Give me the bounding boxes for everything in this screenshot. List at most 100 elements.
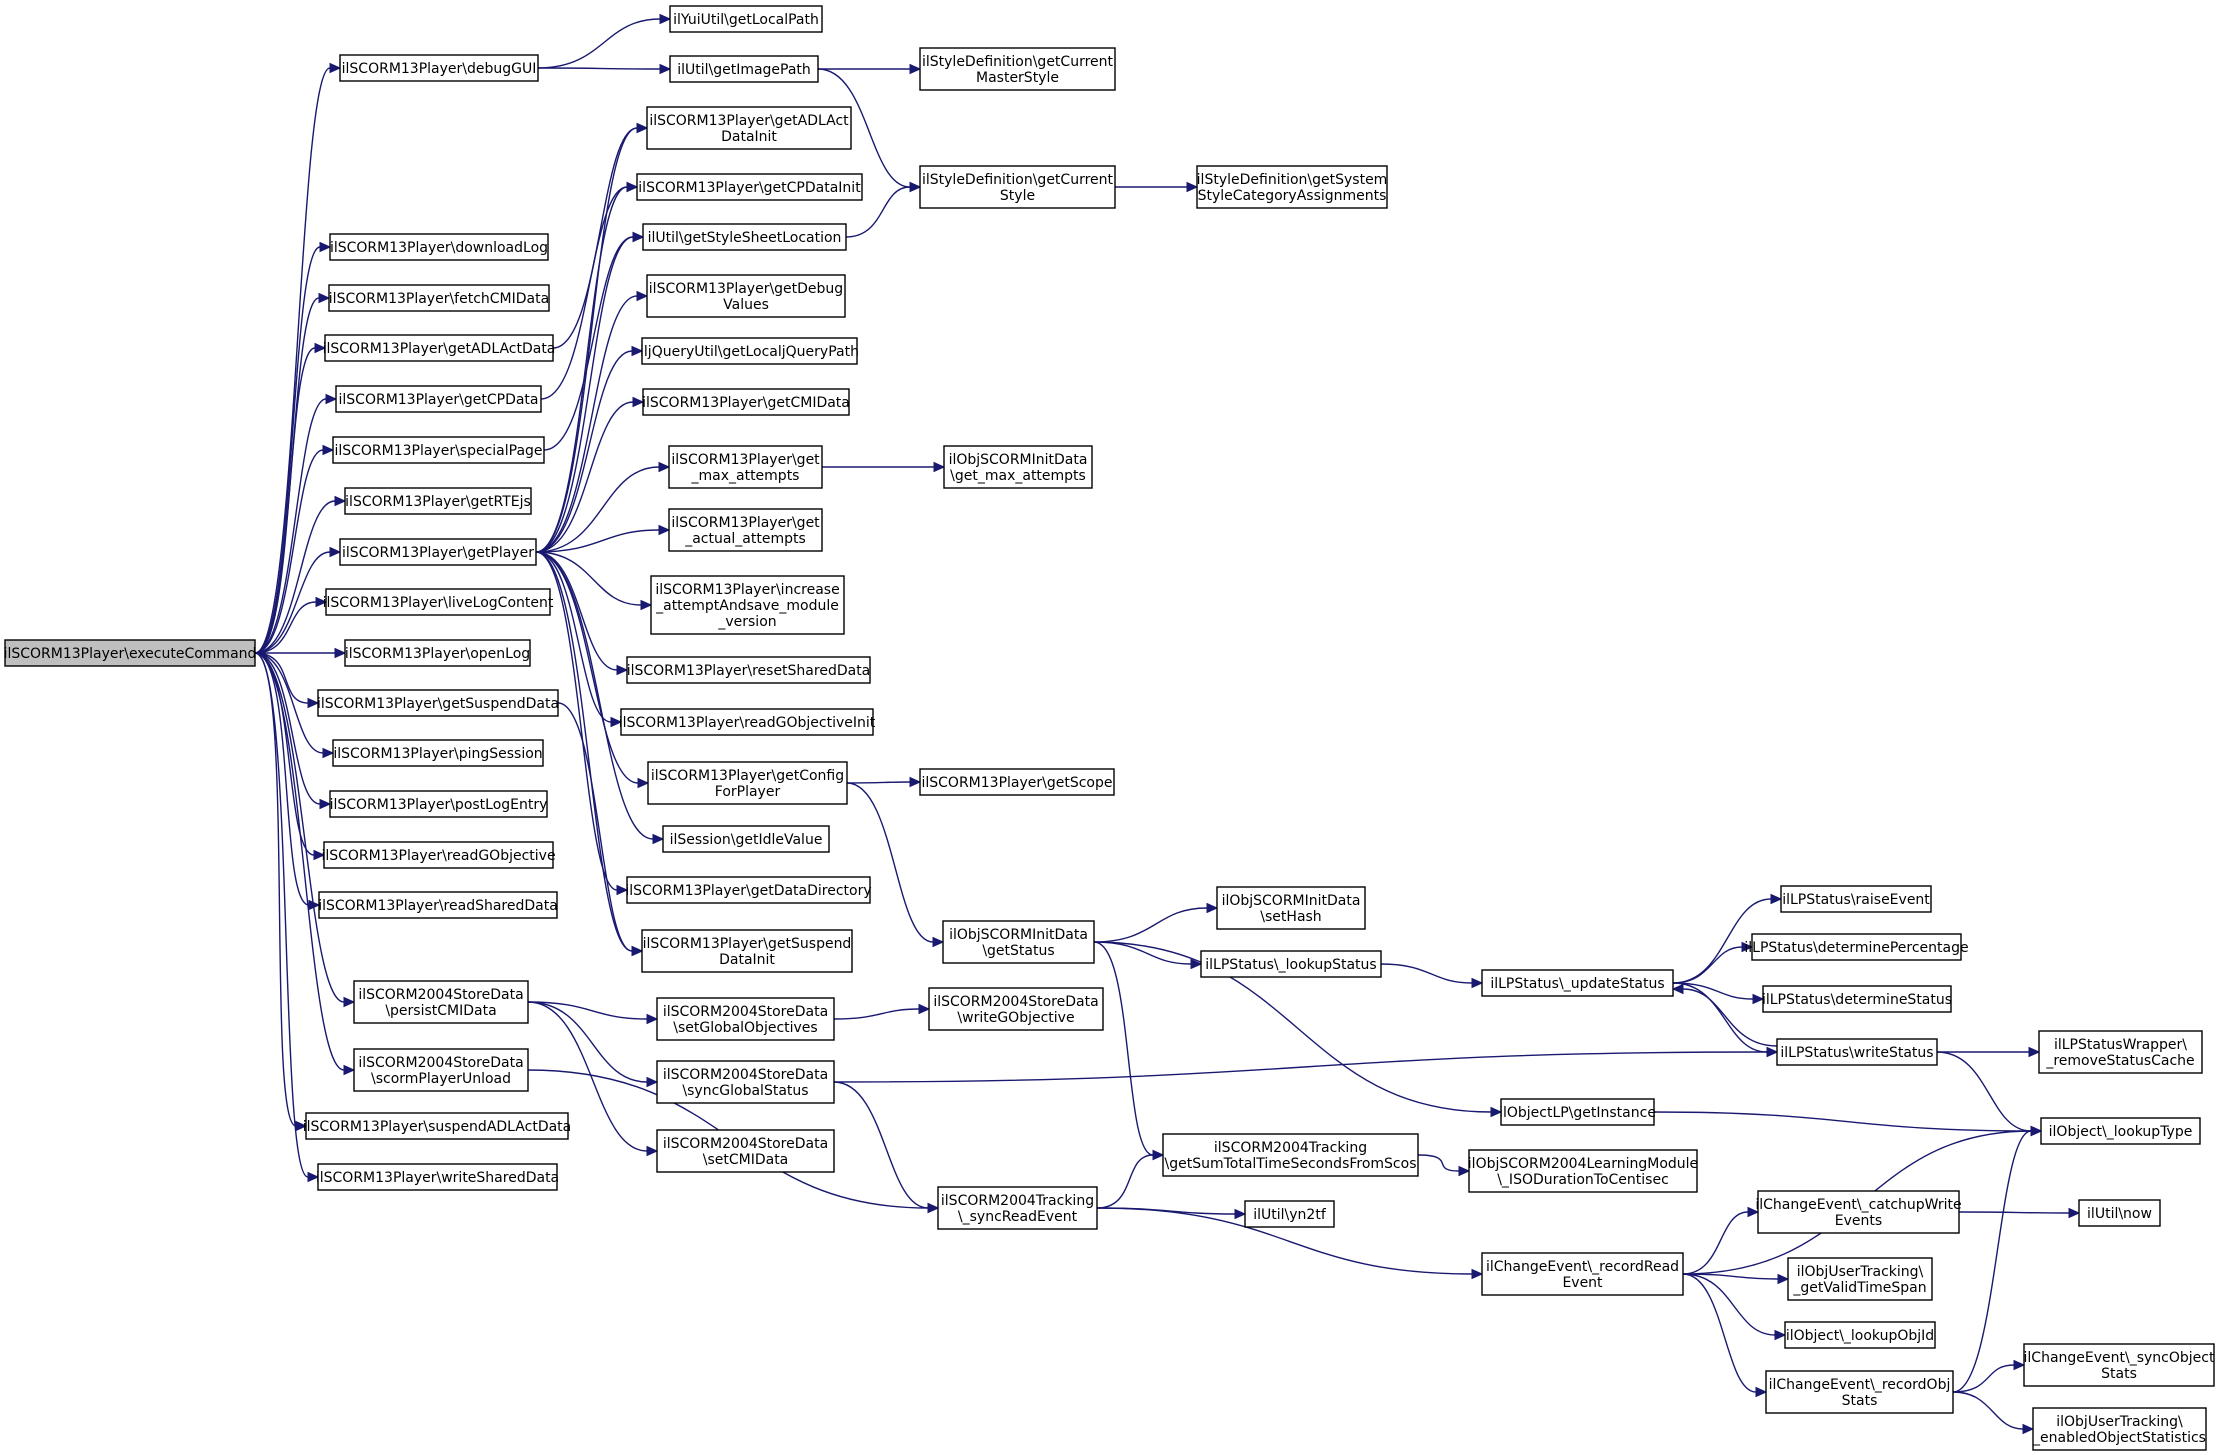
node-debugGUI[interactable]: ilSCORM13Player\debugGUI <box>339 54 539 82</box>
node-label: ilObject\_lookupType <box>2049 1124 2193 1140</box>
node-label: DataInit <box>719 952 775 968</box>
edge-line <box>1093 941 1492 1113</box>
node-getCP[interactable]: ilSCORM13Player\getCPData <box>335 385 542 413</box>
node-incAtt[interactable]: ilSCORM13Player\increase_attemptAndsave_… <box>650 575 845 635</box>
node-styleSheet[interactable]: ilUtil\getStyleSheetLocation <box>642 223 847 251</box>
node-getADL[interactable]: ilSCORM13Player\getADLActData <box>323 334 556 362</box>
node-detStatus[interactable]: ilLPStatus\determineStatus <box>1762 985 1952 1013</box>
node-setCMI[interactable]: ilSCORM2004StoreData\setCMIData <box>656 1129 835 1173</box>
node-label: Stats <box>2101 1366 2137 1382</box>
node-label: \writeGObjective <box>957 1010 1074 1026</box>
node-syncGlob[interactable]: ilSCORM2004StoreData\syncGlobalStatus <box>656 1060 835 1104</box>
arrowhead <box>932 936 945 948</box>
node-unload[interactable]: ilSCORM2004StoreData\scormPlayerUnload <box>353 1048 529 1092</box>
node-sumTime[interactable]: ilSCORM2004Tracking\getSumTotalTimeSecon… <box>1162 1133 1419 1177</box>
node-raiseEvent[interactable]: ilLPStatus\raiseEvent <box>1780 885 1932 913</box>
node-detPct[interactable]: ilLPStatus\determinePercentage <box>1744 933 1969 961</box>
node-writeGObj[interactable]: ilSCORM2004StoreData\writeGObjective <box>928 987 1104 1031</box>
node-fetchCMI[interactable]: ilSCORM13Player\fetchCMIData <box>328 284 550 312</box>
node-resetShared[interactable]: ilSCORM13Player\resetSharedData <box>626 656 871 684</box>
node-box <box>2023 1343 2215 1387</box>
node-sysStyle[interactable]: ilStyleDefinition\getSystemStyleCategory… <box>1196 165 1388 209</box>
node-box <box>1200 950 1382 978</box>
node-updateStatus[interactable]: ilLPStatus\_updateStatus <box>1481 969 1674 997</box>
node-openLog[interactable]: ilSCORM13Player\openLog <box>344 639 531 667</box>
node-isoDur[interactable]: ilObjSCORM2004LearningModule\_ISODuratio… <box>1468 1149 1698 1193</box>
node-removeCache[interactable]: ilLPStatusWrapper\_removeStatusCache <box>2038 1030 2203 1074</box>
node-yuiLocal[interactable]: ilYuiUtil\getLocalPath <box>669 5 823 33</box>
node-idle[interactable]: ilSession\getIdleValue <box>662 825 830 853</box>
edge-line <box>254 652 315 856</box>
edge-initStatus-to-setHash <box>1093 902 1219 943</box>
node-label: ilSCORM2004Tracking <box>1214 1140 1367 1156</box>
node-readShared[interactable]: ilSCORM13Player\readSharedData <box>318 891 558 919</box>
node-special[interactable]: ilSCORM13Player\specialPage <box>332 436 545 464</box>
node-utilNow[interactable]: ilUtil\now <box>2078 1199 2161 1227</box>
node-label: ilSCORM13Player\getDebug <box>649 281 843 297</box>
node-actAtt[interactable]: ilSCORM13Player\get_actual_attempts <box>668 508 823 552</box>
node-writeShared[interactable]: ilSCORM13Player\writeSharedData <box>316 1163 559 1191</box>
edge-line <box>1958 1211 2070 1214</box>
node-initMaxAtt[interactable]: ilObjSCORMInitData\get_max_attempts <box>943 445 1093 489</box>
edge-line <box>254 67 331 654</box>
edge-exec-to-liveLog <box>254 596 328 654</box>
node-setGlobObj[interactable]: ilSCORM2004StoreData\setGlobalObjectives <box>656 997 835 1041</box>
edge-updateStatus-to-raiseEvent <box>1672 893 1783 984</box>
node-getCMI[interactable]: ilSCORM13Player\getCMIData <box>642 388 850 416</box>
node-label: ilSCORM2004StoreData <box>663 1004 828 1020</box>
arrowhead <box>322 747 335 759</box>
node-label: ilSCORM13Player\openLog <box>345 646 530 662</box>
arrowhead <box>1186 181 1199 193</box>
node-lookupType[interactable]: ilObject\_lookupType <box>2040 1117 2201 1145</box>
node-dataDir[interactable]: ilSCORM13Player\getDataDirectory <box>625 876 872 904</box>
node-yn2tf[interactable]: ilUtil\yn2tf <box>1244 1200 1335 1228</box>
node-lookupObjId[interactable]: ilObject\_lookupObjId <box>1784 1321 1936 1349</box>
edge-writeStatus-to-removeCache <box>1937 1046 2041 1058</box>
node-writeStatus[interactable]: ilLPStatus\writeStatus <box>1776 1038 1938 1066</box>
node-lpInstance[interactable]: ilObjectLP\getInstance <box>1499 1098 1656 1126</box>
node-box <box>317 1163 558 1191</box>
node-ping[interactable]: ilSCORM13Player\pingSession <box>332 739 544 767</box>
node-getPlayer[interactable]: ilSCORM13Player\getPlayer <box>339 538 537 566</box>
edge-syncRead-to-recordRead <box>1096 1207 1484 1280</box>
node-exec[interactable]: ilSCORM13Player\executeCommand <box>4 639 257 667</box>
node-imgPath[interactable]: ilUtil\getImagePath <box>669 55 819 83</box>
node-validTime[interactable]: ilObjUserTracking\_getValidTimeSpan <box>1787 1257 1933 1301</box>
node-persistCMI[interactable]: ilSCORM2004StoreData\persistCMIData <box>353 980 529 1024</box>
node-label: ilSCORM13Player\getADLActData <box>323 341 556 357</box>
node-maxAtt[interactable]: ilSCORM13Player\get_max_attempts <box>668 445 823 489</box>
node-readGObjInit[interactable]: ilSCORM13Player\readGObjectiveInit <box>619 708 876 736</box>
node-rte[interactable]: ilSCORM13Player\getRTEjs <box>344 487 532 515</box>
node-box <box>4 639 256 667</box>
node-initStatus[interactable]: ilObjSCORMInitData\getStatus <box>942 920 1095 964</box>
node-cpInit[interactable]: ilSCORM13Player\getCPDataInit <box>636 173 863 201</box>
node-getSusp[interactable]: ilSCORM13Player\getSuspendData <box>317 689 559 717</box>
node-suspADL[interactable]: ilSCORM13Player\suspendADLActData <box>303 1112 572 1140</box>
node-jquery[interactable]: iljQueryUtil\getLocaljQueryPath <box>640 337 859 365</box>
node-postLog[interactable]: ilSCORM13Player\postLogEntry <box>329 790 548 818</box>
edge-getPlayer-to-cpInit <box>535 181 639 553</box>
node-readGObj[interactable]: ilSCORM13Player\readGObjective <box>321 841 556 869</box>
node-liveLog[interactable]: ilSCORM13Player\liveLogContent <box>323 588 554 616</box>
arrowhead <box>659 63 672 75</box>
node-lookupStatus[interactable]: ilLPStatus\_lookupStatus <box>1200 950 1382 978</box>
node-box <box>636 173 863 201</box>
node-label: ilSCORM2004Tracking <box>941 1193 1094 1209</box>
node-syncRead[interactable]: ilSCORM2004Tracking\_syncReadEvent <box>937 1186 1098 1230</box>
node-downloadLog[interactable]: ilSCORM13Player\downloadLog <box>329 233 549 261</box>
node-enabledObj[interactable]: ilObjUserTracking\_enabledObjectStatisti… <box>2032 1407 2207 1451</box>
node-getScope[interactable]: ilSCORM13Player\getScope <box>919 768 1115 796</box>
edge-lpInstance-to-lookupType <box>1653 1111 2043 1137</box>
arrowhead <box>640 599 653 611</box>
node-setHash[interactable]: ilObjSCORMInitData\setHash <box>1216 886 1366 930</box>
